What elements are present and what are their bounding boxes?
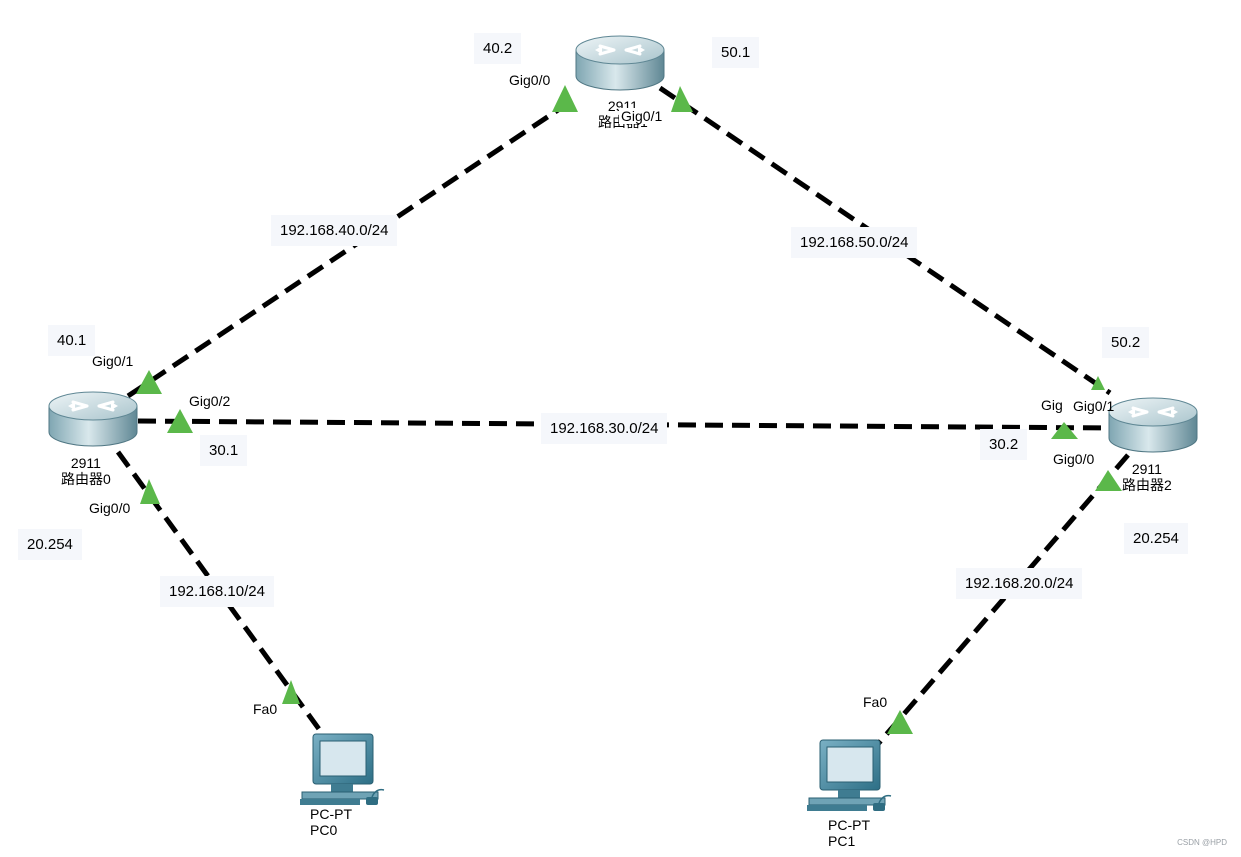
network-note-r2-pc1[interactable]: 192.168.20.0/24 xyxy=(956,568,1083,599)
router-2-name: 路由器2 xyxy=(1122,477,1172,493)
router-0-icon[interactable] xyxy=(47,390,139,448)
pc-0-name: PC0 xyxy=(310,822,338,838)
router-2-model: 2911 xyxy=(1131,461,1162,477)
port-label-pc1-fa0: Fa0 xyxy=(863,694,888,710)
address-note-r2-gig00[interactable]: 20.254 xyxy=(1124,523,1188,554)
status-triangle xyxy=(1091,376,1105,390)
link-status-indicators xyxy=(136,85,1122,734)
address-note-r2-gig01[interactable]: 50.2 xyxy=(1102,327,1150,358)
port-label-r2-gig: Gig xyxy=(1041,397,1063,413)
pc-0-icon[interactable] xyxy=(299,733,385,806)
pc-1-name: PC1 xyxy=(828,833,856,849)
status-triangle xyxy=(1095,470,1122,491)
address-note-r2-gig02[interactable]: 30.2 xyxy=(980,429,1028,460)
router-1-icon[interactable] xyxy=(574,34,666,92)
router-2-icon[interactable] xyxy=(1107,396,1199,454)
router-0-name: 路由器0 xyxy=(61,471,111,487)
link-r2-pc1[interactable] xyxy=(876,453,1130,746)
status-triangle xyxy=(1051,422,1078,439)
network-note-r1-r2[interactable]: 192.168.50.0/24 xyxy=(791,227,918,258)
status-triangle xyxy=(282,680,300,704)
router-0-model: 2911 xyxy=(70,455,101,471)
network-note-r0-r1[interactable]: 192.168.40.0/24 xyxy=(271,215,398,246)
port-label-r0-gig02: Gig0/2 xyxy=(189,393,231,409)
pc-1-icon[interactable] xyxy=(806,739,892,812)
network-note-r0-pc0[interactable]: 192.168.10/24 xyxy=(160,576,274,607)
port-label-r0-gig01: Gig0/1 xyxy=(92,353,134,369)
status-triangle xyxy=(167,409,193,433)
status-triangle xyxy=(140,479,160,504)
address-note-r0-gig02[interactable]: 30.1 xyxy=(200,435,248,466)
link-r0-r1[interactable] xyxy=(126,95,578,399)
pc-0-model: PC-PT xyxy=(310,806,352,822)
port-label-r1-gig01: Gig0/1 xyxy=(619,108,665,124)
address-note-r1-gig00[interactable]: 40.2 xyxy=(474,33,522,64)
router-0-label: 2911 路由器0 xyxy=(61,455,111,487)
status-triangle xyxy=(552,85,578,112)
pc-0-label: PC-PT PC0 xyxy=(310,806,352,838)
port-label-r2-gig00: Gig0/0 xyxy=(1053,451,1095,467)
port-label-r2-gig01: Gig0/1 xyxy=(1073,398,1115,414)
status-triangle xyxy=(671,86,693,112)
port-label-pc0-fa0: Fa0 xyxy=(253,701,278,717)
port-label-r1-gig00: Gig0/0 xyxy=(509,72,551,88)
status-triangle xyxy=(887,710,913,734)
address-note-r1-gig01[interactable]: 50.1 xyxy=(712,37,760,68)
address-note-r0-gig01[interactable]: 40.1 xyxy=(48,325,96,356)
network-note-r0-r2[interactable]: 192.168.30.0/24 xyxy=(541,413,668,444)
address-note-r0-gig00[interactable]: 20.254 xyxy=(18,529,82,560)
pc-1-model: PC-PT xyxy=(828,817,870,833)
watermark: CSDN @HPD xyxy=(1177,838,1227,847)
port-label-r0-gig00: Gig0/0 xyxy=(89,500,131,516)
status-triangle xyxy=(136,370,162,394)
router-2-label: 2911 路由器2 xyxy=(1122,461,1172,493)
pc-1-label: PC-PT PC1 xyxy=(828,817,870,849)
